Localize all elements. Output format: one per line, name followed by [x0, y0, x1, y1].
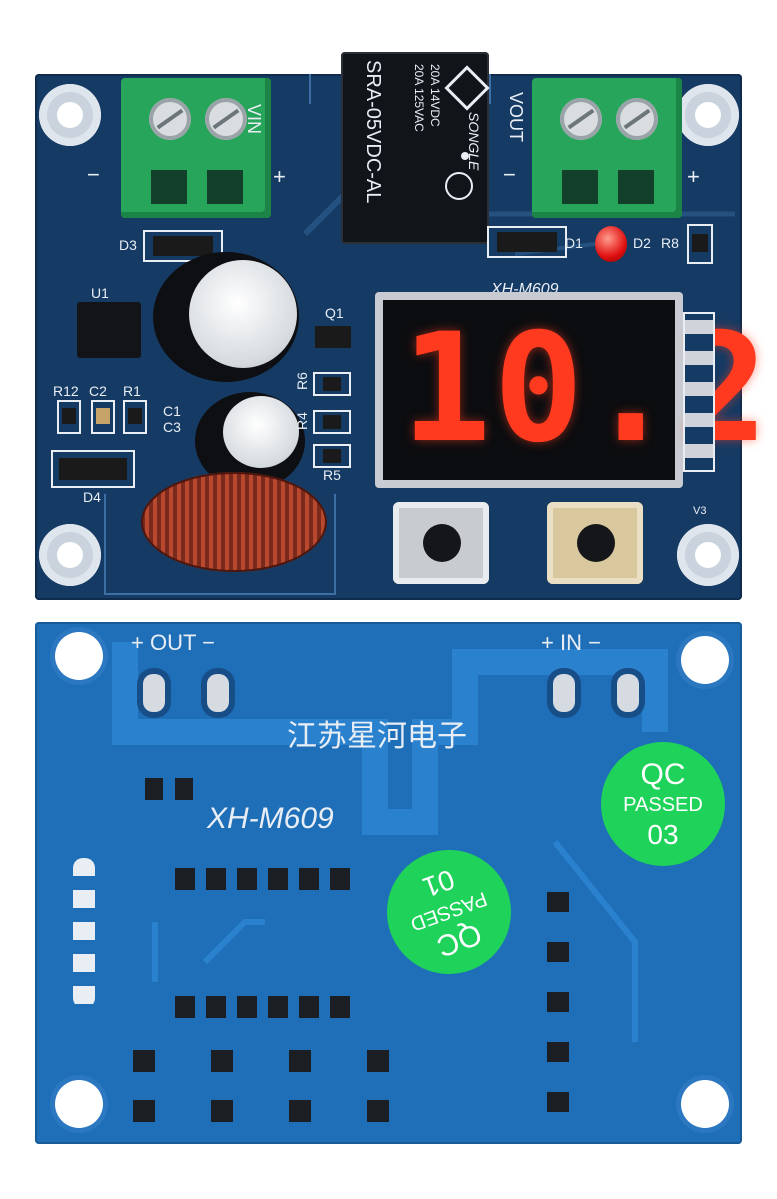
smd-r6: [313, 372, 351, 396]
mount-hole-back-bl: [55, 1080, 103, 1128]
c2-label: C2: [89, 383, 107, 399]
back-board: + OUT − + IN − 江苏星河电子 XH-M609 QC PASSED …: [35, 622, 742, 1144]
r1-label: R1: [123, 383, 141, 399]
vout-label: VOUT: [506, 92, 526, 143]
qc-sticker-03: QC PASSED 03: [601, 742, 725, 866]
mount-hole-br: [677, 524, 739, 586]
screw-icon: [616, 98, 658, 140]
in-label: + IN −: [541, 630, 601, 655]
diode-d1: [487, 226, 567, 258]
screw-icon: [205, 98, 247, 140]
wire-slot: [151, 170, 187, 204]
smd-r4: [313, 410, 351, 434]
front-board: VIN − + SRA-05VDC-AL 20A 14VDC 20A 125VA…: [35, 52, 768, 600]
relay-rating-2: 20A 125VAC: [412, 64, 426, 132]
vin-label: VIN: [244, 104, 264, 135]
ic-u1: [77, 302, 141, 358]
qc-sticker-03-line2: PASSED: [623, 794, 703, 816]
relay-rating-1: 20A 14VDC: [428, 64, 442, 127]
relay: SRA-05VDC-AL 20A 14VDC 20A 125VAC SONGLE: [341, 52, 490, 244]
vin-terminal-block: [121, 78, 271, 218]
r8-label: R8: [661, 235, 679, 251]
r4-label: R4: [293, 412, 310, 430]
d3-label: D3: [119, 237, 137, 253]
toroid-inductor: [141, 472, 327, 572]
mount-hole-bl: [39, 524, 101, 586]
button-right[interactable]: [547, 502, 643, 584]
songle-logo-icon: [444, 65, 490, 111]
vout-plus-label: +: [687, 164, 700, 189]
r12-label: R12: [53, 383, 79, 399]
resistor-r8: [687, 224, 713, 264]
seven-seg-display: 10.2: [375, 292, 768, 488]
back-traces: [112, 642, 668, 1042]
relay-model: SRA-05VDC-AL: [362, 60, 384, 204]
capacitor-top: [189, 260, 297, 368]
smd-r5: [313, 444, 351, 468]
solder-joint: [553, 674, 575, 712]
pin-column-left: [73, 858, 95, 1008]
via-column-right: [547, 892, 569, 1122]
pin-row-bottom: [175, 996, 355, 1018]
screw-icon: [149, 98, 191, 140]
vin-plus-label: +: [273, 164, 286, 189]
diode-d3: [143, 230, 223, 262]
via-row-bottom-2: [133, 1100, 393, 1122]
wire-slot: [562, 170, 598, 204]
solder-joint: [207, 674, 229, 712]
smd-r12: [57, 400, 81, 434]
smd-r1: [123, 400, 147, 434]
d2-label: D2: [633, 235, 651, 251]
relay-dot: [461, 152, 469, 160]
via-pair: [145, 778, 195, 800]
diode-d4: [51, 450, 135, 488]
c1-label: C1: [163, 403, 181, 419]
maker-label: 江苏星河电子: [287, 719, 467, 754]
d4-label: D4: [83, 489, 101, 505]
out-label: + OUT −: [131, 630, 215, 655]
mount-hole-tl: [39, 84, 101, 146]
mount-hole-back-tl: [55, 632, 103, 680]
relay-brand: SONGLE: [466, 112, 482, 171]
r6-label: R6: [293, 372, 310, 390]
model-label: XH-M609: [207, 802, 334, 835]
pin-row-top: [175, 868, 355, 890]
button-left[interactable]: [393, 502, 489, 584]
wire-slot: [618, 170, 654, 204]
solder-joint: [617, 674, 639, 712]
u1-label: U1: [91, 285, 109, 301]
solder-joint: [143, 674, 165, 712]
transistor-q1: [315, 326, 351, 348]
capacitor-small-top: [223, 396, 299, 468]
vin-minus-label: −: [87, 162, 100, 187]
v3-label: V3: [693, 505, 707, 517]
smd-c2: [91, 400, 115, 434]
pin-header: [683, 312, 715, 472]
vout-minus-label: −: [503, 162, 516, 187]
ul-mark-icon: [445, 172, 473, 200]
wire-slot: [207, 170, 243, 204]
qc-sticker-03-line3: 03: [647, 819, 679, 850]
c3-label: C3: [163, 419, 181, 435]
qc-sticker-03-line1: QC: [640, 758, 686, 791]
screw-icon: [560, 98, 602, 140]
d1-label: D1: [565, 235, 583, 251]
q1-label: Q1: [325, 305, 344, 321]
r5-label: R5: [323, 467, 341, 483]
mount-hole-back-br: [681, 1080, 729, 1128]
mount-hole-tr: [677, 84, 739, 146]
red-led: [595, 226, 627, 262]
mount-hole-back-tr: [681, 636, 729, 684]
via-row-bottom: [133, 1050, 393, 1072]
vout-terminal-block: [532, 78, 682, 218]
